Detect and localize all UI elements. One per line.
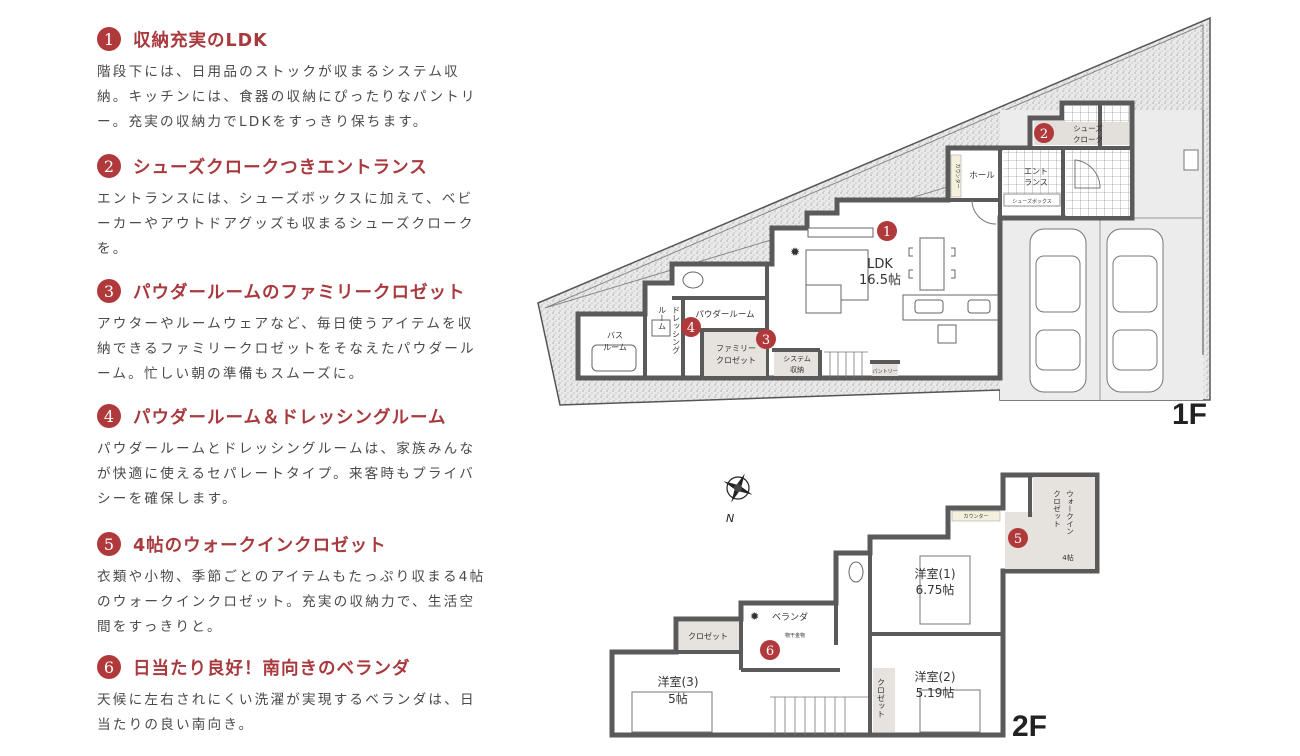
compass-icon: N	[723, 473, 753, 525]
feature-4: 4 パウダールーム＆ドレッシングルーム パウダールームとドレッシングルームは、家族…	[97, 401, 487, 512]
bathtub-icon	[591, 344, 637, 372]
plant-icon: ✹	[790, 245, 800, 259]
marker-5: 5	[1008, 528, 1028, 548]
entrance-label-2: ランス	[1024, 178, 1048, 187]
bath-label-2: ルーム	[603, 343, 627, 352]
room3-size-label: 5帖	[668, 691, 688, 706]
number-badge: 6	[97, 655, 121, 679]
counter-2f-label: カウンター	[963, 513, 988, 520]
number-badge: 4	[97, 404, 121, 428]
bath-label: バス	[607, 331, 623, 340]
floor-2-plan: カウンター ✹ 洋室(1) 6.75帖 洋	[609, 472, 1100, 738]
family-closet-label-2: クロゼット	[716, 355, 756, 365]
family-closet-label: ファミリー	[716, 344, 756, 353]
feature-title: シューズクロークつきエントランス	[133, 157, 428, 178]
powder-room-label: パウダールーム	[695, 309, 754, 320]
marker-3: 3	[756, 329, 776, 349]
marker-4: 4	[681, 317, 701, 337]
counter-label: カウンター	[954, 163, 961, 188]
svg-text:6: 6	[766, 644, 774, 659]
feature-description: エントランスには、シューズボックスに加えて、ベビーカーやアウトドアグッズも収まる…	[97, 191, 475, 257]
marker-1: 1	[877, 221, 897, 241]
feature-description: 天候に左右されにくい洗濯が実現するベランダは、日当たりの良い南向き。	[97, 692, 476, 733]
room2-label: 洋室(2)	[915, 669, 956, 684]
pantry-label: パントリー	[872, 369, 897, 375]
ldk-size-label: 16.5帖	[859, 273, 901, 288]
number-badge: 5	[97, 532, 121, 556]
number-badge: 1	[97, 27, 121, 51]
dressing-room-label-2: ルーム	[658, 306, 667, 330]
pantry-area	[872, 364, 898, 376]
veranda-label: ベランダ	[772, 611, 808, 623]
shoe-cloak-label: シューズ	[1073, 123, 1103, 133]
stairs-icon	[824, 351, 868, 378]
number-badge: 3	[97, 279, 121, 303]
room1-size-label: 6.75帖	[916, 582, 955, 597]
closet-vertical-area	[873, 668, 895, 732]
bed-icon	[919, 689, 981, 733]
floor-1-plan: シューズボックス カウンター	[537, 16, 1211, 406]
floor-1-label: 1F	[1172, 398, 1208, 431]
closet-vertical-label: クロゼット	[877, 678, 886, 718]
wic-label: ウォークイン	[1065, 490, 1074, 535]
svg-text:3: 3	[762, 333, 770, 348]
entrance-label: エント	[1024, 167, 1048, 176]
car-icon	[1029, 228, 1087, 393]
system-storage-label: システム	[783, 355, 811, 363]
family-closet-area	[704, 332, 766, 376]
closet-label: クロゼット	[688, 631, 728, 641]
sofa-icon	[805, 227, 874, 314]
feature-5: 5 4帖のウォークインクロゼット 衣類や小物、季節ごとのアイテムもたっぷり収まる4…	[97, 529, 487, 640]
svg-text:2: 2	[1040, 127, 1048, 142]
car-icon	[1106, 228, 1164, 393]
feature-1: 1 収納充実のLDK 階段下には、日用品のストックが収まるシステム収納。キッチンに…	[97, 24, 487, 135]
feature-title: パウダールーム＆ドレッシングルーム	[133, 407, 447, 428]
number-badge: 2	[97, 154, 121, 178]
ldk-label: LDK	[867, 257, 893, 272]
feature-title: 4帖のウォークインクロゼット	[133, 535, 387, 556]
feature-title: 日当たり良好！南向きのベランダ	[133, 658, 411, 679]
shoe-box-label: シューズボックス	[1012, 198, 1052, 205]
marker-6: 6	[760, 640, 780, 660]
svg-text:1: 1	[883, 225, 891, 240]
bed-icon	[919, 555, 971, 625]
toilet-icon	[682, 271, 704, 289]
marker-2: 2	[1034, 123, 1054, 143]
feature-description: アウターやルームウェアなど、毎日使うアイテムを収納できるファミリークロゼットをそ…	[97, 316, 476, 382]
hall-label: ホール	[969, 171, 995, 181]
floor-2-label: 2F	[1012, 710, 1048, 743]
svg-text:5: 5	[1014, 532, 1022, 547]
svg-text:N: N	[726, 512, 734, 525]
feature-6: 6 日当たり良好！南向きのベランダ 天候に左右されにくい洗濯が実現するベランダは、…	[97, 652, 487, 738]
wic-size-label: 4帖	[1062, 553, 1073, 562]
feature-title: パウダールームのファミリークロゼット	[133, 282, 466, 303]
feature-description: 衣類や小物、季節ごとのアイテムもたっぷり収まる4帖のウォークインクロゼット。充実…	[97, 569, 486, 635]
plant-icon: ✹	[750, 610, 759, 623]
kitchen-icon	[902, 294, 999, 344]
dining-table-icon	[908, 237, 956, 291]
svg-text:4: 4	[687, 321, 695, 336]
washbasin-icon	[651, 319, 671, 337]
dressing-room-label: ドレッシング	[672, 306, 681, 354]
toilet-icon	[848, 561, 864, 583]
feature-2: 2 シューズクロークつきエントランス エントランスには、シューズボックスに加えて、…	[97, 151, 487, 262]
feature-3: 3 パウダールームのファミリークロゼット アウターやルームウェアなど、毎日使うアイ…	[97, 276, 487, 387]
system-storage-label-2: 収納	[790, 365, 804, 374]
closet-area	[679, 622, 739, 650]
room3-label: 洋室(3)	[658, 674, 699, 689]
feature-description: パウダールームとドレッシングルームは、家族みんなが快適に使えるセパレートタイプ。…	[97, 441, 476, 507]
room2-size-label: 5.19帖	[916, 685, 955, 700]
drying-rack-label: 物干金物	[785, 632, 805, 639]
room1-label: 洋室(1)	[915, 566, 956, 581]
feature-description: 階段下には、日用品のストックが収まるシステム収納。キッチンには、食器の収納にぴっ…	[97, 64, 477, 130]
shoe-cloak-label-2: クローク	[1073, 135, 1103, 144]
stairs-icon	[770, 696, 868, 735]
system-storage-area	[774, 352, 818, 376]
bed-icon	[631, 691, 713, 733]
wic-label-2: クロゼット	[1052, 490, 1061, 528]
feature-title: 収納充実のLDK	[133, 30, 268, 51]
